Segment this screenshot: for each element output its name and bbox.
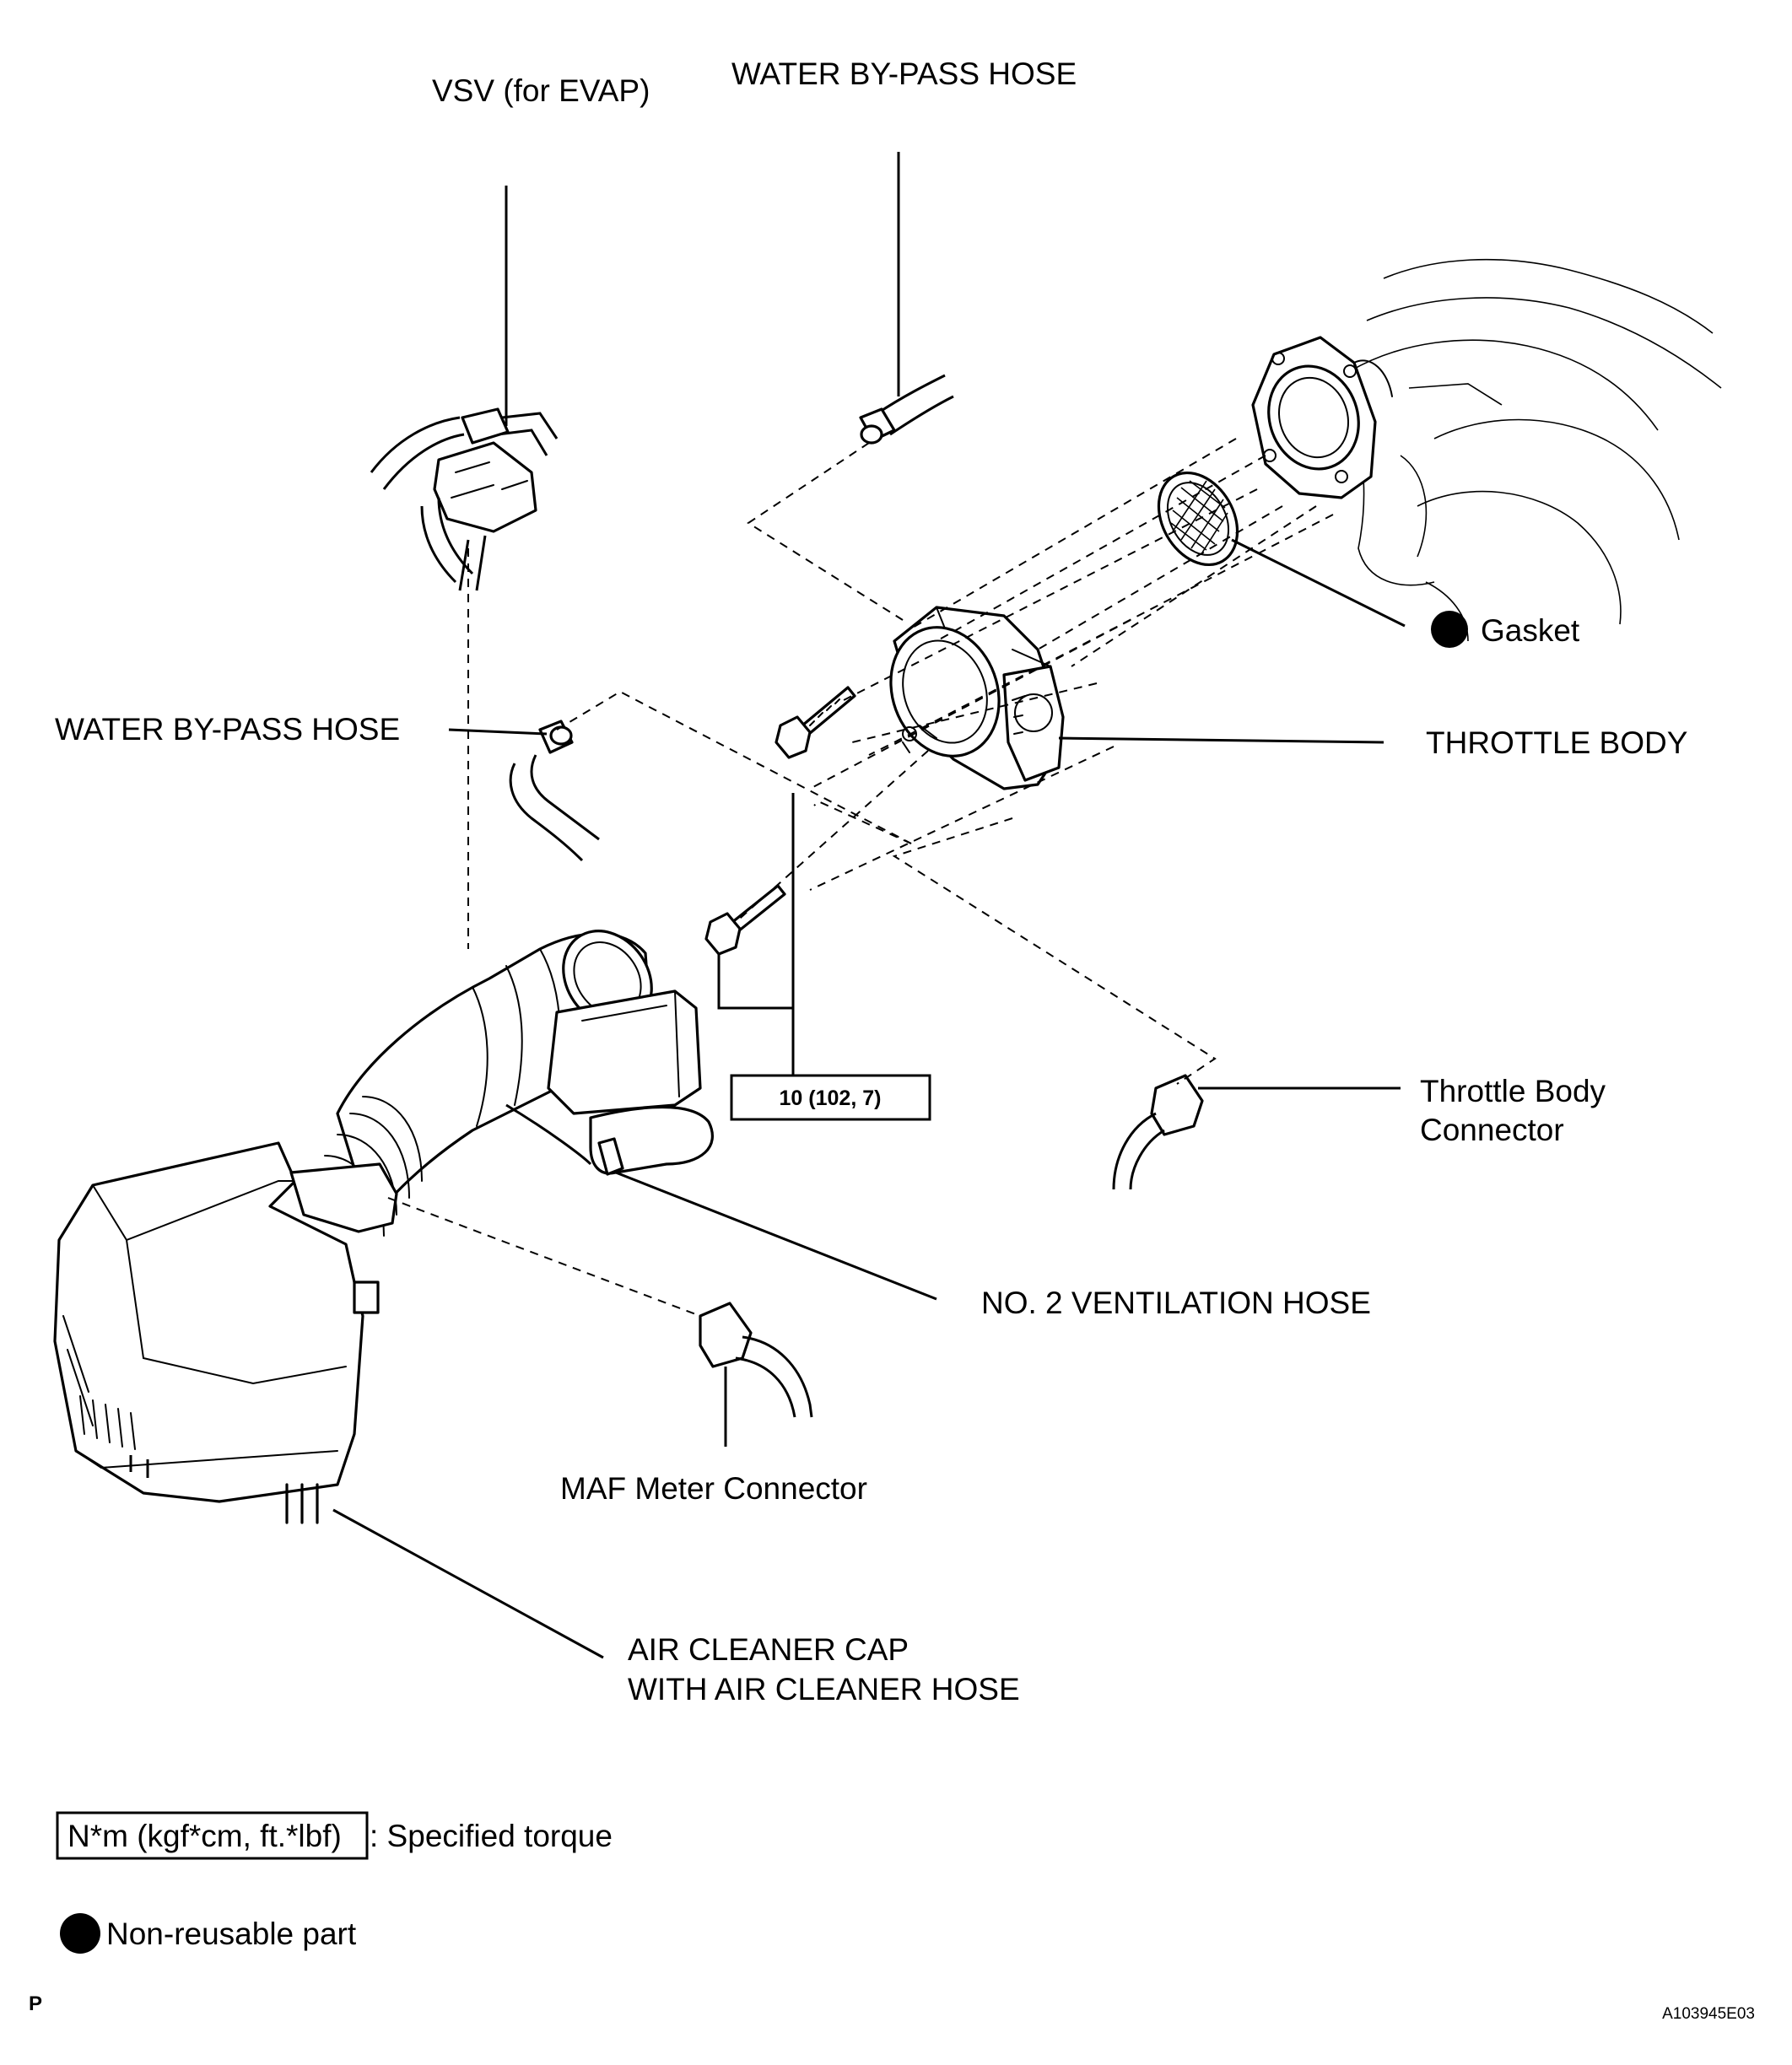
legend-torque-units: N*m (kgf*cm, ft.*lbf) [67, 1819, 342, 1853]
gasket-label: Gasket [1481, 613, 1580, 648]
no2-ventilation-hose-label: NO. 2 VENTILATION HOSE [981, 1286, 1371, 1320]
leader-lines [332, 152, 1406, 1659]
air-cleaner-hose-part [324, 930, 714, 1237]
bolt-lower [704, 884, 786, 956]
torque-value-box [730, 1074, 931, 1121]
air-cleaner-cap-part [53, 1141, 398, 1524]
figure-id: A103945E03 [1662, 2005, 1755, 2023]
legend-nonreusable-marker [60, 1913, 100, 1954]
vsv-label: VSV (for EVAP) [432, 73, 650, 108]
vsv-part [370, 407, 559, 591]
throttle-body-connector-label-line1: Throttle Body [1420, 1074, 1606, 1108]
air-cleaner-cap-label-line2: WITH AIR CLEANER HOSE [628, 1672, 1020, 1706]
bolt-upper [775, 686, 856, 759]
manifold-flange [1251, 336, 1393, 499]
legend-torque-description: : Specified torque [370, 1819, 613, 1853]
alignment-dashed-lines [387, 438, 1334, 1317]
maf-meter-connector-label: MAF Meter Connector [560, 1471, 867, 1506]
legend-nonreusable-label: Non-reusable part [106, 1917, 357, 1951]
throttle-body-connector-label-line2: Connector [1420, 1113, 1564, 1147]
gasket-nonreusable-marker [1431, 611, 1468, 648]
air-cleaner-cap-label-line1: AIR CLEANER CAP [628, 1632, 909, 1667]
water-bypass-hose-top-label: WATER BY-PASS HOSE [731, 57, 1077, 91]
maf-connector-part [699, 1302, 813, 1418]
water-bypass-hose-left-part [509, 720, 600, 862]
intake-manifold [1349, 258, 1722, 642]
torque-value: 10 (102, 7) [780, 1086, 882, 1110]
throttle-body-connector-part [1112, 1074, 1204, 1190]
throttle-body-label: THROTTLE BODY [1426, 725, 1687, 760]
water-bypass-hose-left-label: WATER BY-PASS HOSE [55, 712, 400, 747]
legend-torque-box [56, 1811, 369, 1860]
legend: N*m (kgf*cm, ft.*lbf) : Specified torque… [56, 1811, 613, 1954]
water-bypass-hose-top-part [859, 374, 954, 445]
footer-left-mark: P [29, 1992, 42, 2015]
